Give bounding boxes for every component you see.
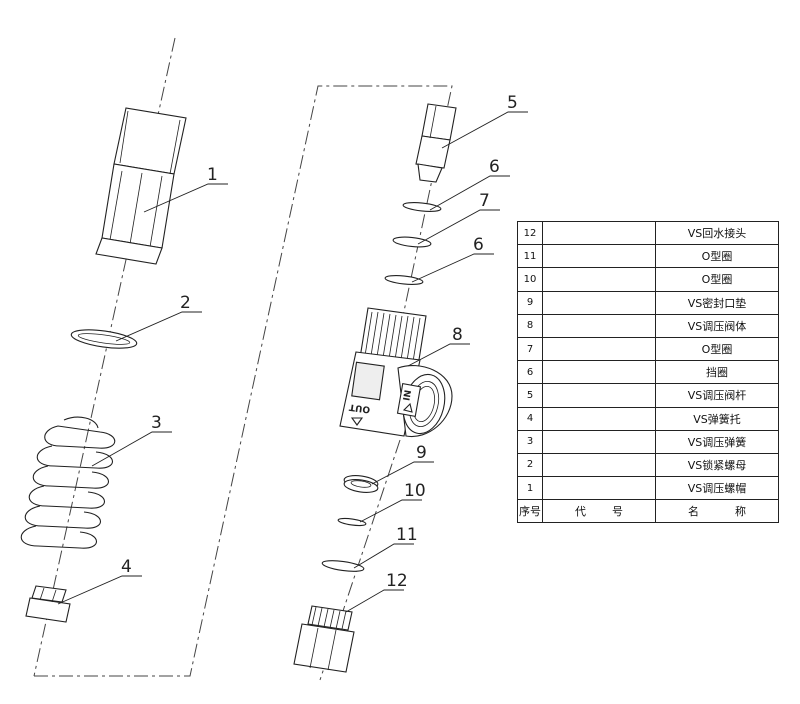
callout-3: 3	[151, 413, 162, 433]
part-11-o-ring	[321, 560, 365, 572]
leader-lines	[57, 111, 528, 613]
row-name: VS调压螺帽	[655, 476, 779, 501]
callout-2: 2	[180, 293, 191, 313]
part-12-return-connector	[293, 605, 355, 673]
row-code	[542, 383, 656, 408]
part-9-seal-gasket	[343, 475, 379, 493]
part-6-retaining-ring-lower	[384, 275, 424, 285]
row-number: 12	[517, 220, 543, 246]
header-name: 名称	[655, 499, 779, 524]
callout-8: 8	[452, 325, 463, 345]
table-row: 12 VS回水接头	[517, 220, 779, 246]
callout-4: 4	[121, 557, 132, 577]
table-row: 9 VS密封口垫	[517, 290, 779, 315]
row-number: 6	[517, 360, 543, 385]
row-code	[542, 452, 656, 478]
row-code	[542, 429, 656, 454]
part-4-spring-seat	[25, 585, 71, 623]
header-code: 代号	[542, 499, 656, 524]
row-name: VS密封口垫	[655, 290, 779, 315]
table-row: 3 VS调压弹簧	[517, 429, 779, 454]
row-name: VS锁紧螺母	[655, 452, 779, 478]
row-number: 7	[517, 336, 543, 362]
callout-9: 9	[416, 443, 427, 463]
row-name: O型圈	[655, 267, 779, 292]
header-code-a: 代	[575, 505, 586, 519]
row-code	[542, 267, 656, 292]
callout-5: 5	[507, 93, 518, 113]
table-row: 5 VS调压阀杆	[517, 383, 779, 408]
row-code	[542, 244, 656, 269]
row-name: 挡圈	[655, 360, 779, 385]
callout-6-lower: 6	[473, 235, 484, 255]
in-mark: IN	[402, 389, 414, 401]
row-code	[542, 313, 656, 338]
table-row: 7 O型圈	[517, 336, 779, 362]
header-name-a: 名	[688, 505, 699, 519]
row-code	[542, 476, 656, 501]
row-number: 9	[517, 290, 543, 315]
row-number: 4	[517, 406, 543, 431]
row-name: VS调压阀杆	[655, 383, 779, 408]
part-7-o-ring	[392, 236, 432, 248]
row-name: VS调压阀体	[655, 313, 779, 338]
part-1-adjusting-cap	[95, 107, 187, 265]
callout-10: 10	[404, 481, 426, 501]
callout-11: 11	[396, 525, 418, 545]
part-3-spring	[20, 416, 116, 549]
table-row: 4 VS弹簧托	[517, 406, 779, 431]
row-code	[542, 290, 656, 315]
table-row: 1 VS调压螺帽	[517, 476, 779, 501]
row-code	[542, 336, 656, 362]
row-code	[542, 360, 656, 385]
row-number: 5	[517, 383, 543, 408]
header-name-b: 称	[735, 505, 746, 519]
row-number: 8	[517, 313, 543, 338]
table-row: 11 O型圈	[517, 244, 779, 269]
row-number: 10	[517, 267, 543, 292]
row-number: 1	[517, 476, 543, 501]
table-row: 8 VS调压阀体	[517, 313, 779, 338]
row-name: VS调压弹簧	[655, 429, 779, 454]
part-2-lock-nut	[70, 329, 138, 349]
row-code	[542, 220, 656, 246]
row-name: VS回水接头	[655, 220, 779, 246]
callout-6-upper: 6	[489, 157, 500, 177]
row-name: VS弹簧托	[655, 406, 779, 431]
header-number: 序号	[517, 499, 543, 524]
row-number: 3	[517, 429, 543, 454]
row-name: O型圈	[655, 244, 779, 269]
table-row: 6 挡圈	[517, 360, 779, 385]
row-number: 11	[517, 244, 543, 269]
callout-7: 7	[479, 191, 490, 211]
table-row: 10 O型圈	[517, 267, 779, 292]
table-row: 2 VS锁紧螺母	[517, 452, 779, 478]
row-code	[542, 406, 656, 431]
row-number: 2	[517, 452, 543, 478]
callout-1: 1	[207, 165, 218, 185]
part-5-adjusting-stem	[415, 103, 457, 183]
callout-12: 12	[386, 571, 408, 591]
part-10-o-ring	[337, 517, 367, 527]
out-mark: OUT	[348, 401, 371, 414]
row-name: O型圈	[655, 336, 779, 362]
part-8-valve-body: OUT IN	[339, 307, 453, 438]
callout-numbers: 1 2 3 4 5 6 7 6 8 9 10 11 12	[121, 93, 518, 591]
table-header-row: 序号 代号 名称	[517, 499, 779, 524]
header-code-b: 号	[612, 505, 623, 519]
